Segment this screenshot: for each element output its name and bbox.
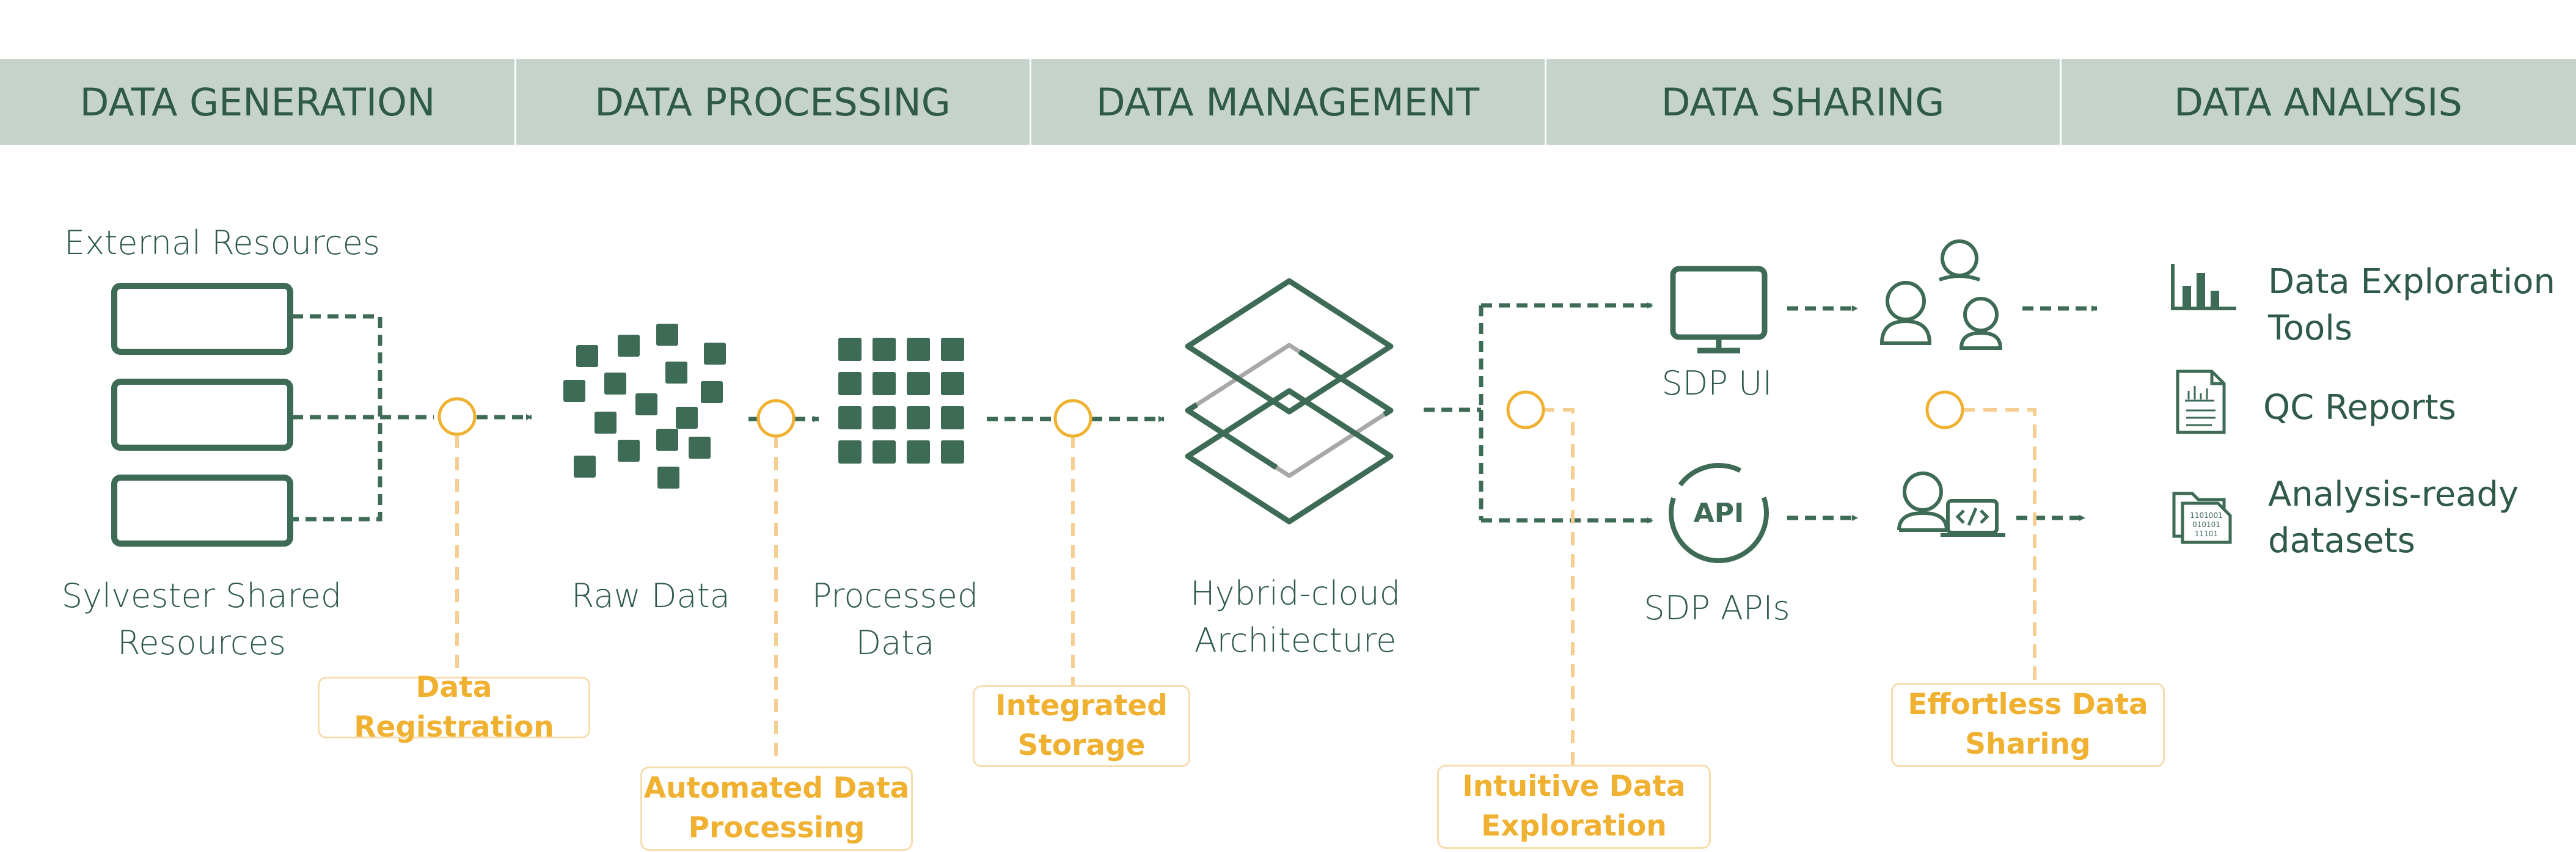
sdp-apis-label: SDP APIs [1644,589,1790,627]
stage-header-sharing: DATA SHARING [1545,59,2060,145]
processed-label-line: Data [855,623,935,662]
processed-data-icon [838,338,964,464]
binary-line: 010101 [2192,520,2220,529]
raw-data-icon [563,324,726,489]
output-label-line: Tools [2268,308,2352,348]
report-icon [2176,370,2226,434]
users-icon [1879,239,2003,350]
external-resources-label: External Resources [64,224,380,262]
stage-header-analysis: DATA ANALYSIS [2060,59,2576,145]
feature-label-line: Automated Data [643,771,910,806]
sylvester-label-line: Resources [117,623,286,662]
output-label-line: Analysis-ready [2268,475,2519,514]
output-label-line: datasets [2268,520,2415,561]
stage-header-management: DATA MANAGEMENT [1030,59,1545,145]
sylvester-resources-label: Sylvester Shared Resources [49,573,354,666]
output-analysis-datasets: Analysis-ready datasets [2268,472,2519,564]
feature-automated-processing: Automated Data Processing [640,766,913,851]
feature-data-registration: Data Registration [318,671,590,744]
hybrid-cloud-label: Hybrid-cloud Architecture [1149,570,1442,664]
feature-label-line: Storage [1017,729,1146,762]
header-divider [2060,59,2062,145]
output-label-line: Data Exploration [2268,262,2556,302]
feature-callout-lines [455,408,2036,766]
raw-data-label: Raw Data [571,577,730,615]
feature-intuitive-exploration: Intuitive Data Exploration [1437,765,1711,849]
sylvester-label-line: Sylvester Shared [61,577,342,615]
stage-header-processing: DATA PROCESSING [515,59,1030,145]
binary-line: 11101 [2195,530,2218,538]
api-icon: API [1669,463,1769,563]
bar-chart-icon [2171,264,2236,310]
feature-label-line: Intuitive Data [1462,770,1686,804]
hybrid-label-line: Architecture [1194,621,1397,660]
output-exploration-tools: Data Exploration Tools [2268,259,2555,351]
external-resources-boxes [111,283,293,547]
feature-label-line: Processing [688,811,865,845]
sdp-ui-label: SDP UI [1661,364,1773,402]
stage-header-generation: DATA GENERATION [0,59,515,145]
feature-label-line: Effortless Data [1908,688,2148,722]
dashed-flow-connectors [292,302,2098,523]
output-qc-reports: QC Reports [2263,388,2456,428]
feature-label-line: Sharing [1965,727,2091,761]
feature-integrated-storage: Integrated Storage [973,685,1190,767]
monitor-icon [1670,266,1768,354]
feature-label-line: Exploration [1481,809,1667,843]
processed-data-label: Processed Data [794,573,996,666]
dataset-files-icon: 1101001 010101 11101 [2172,492,2232,544]
api-badge-label: API [1694,498,1744,529]
header-divider [1030,59,1031,145]
developer-laptop-icon [1897,472,2005,537]
feature-markers [437,390,1964,438]
binary-line: 1101001 [2190,511,2222,520]
hybrid-label-line: Hybrid-cloud [1190,574,1401,613]
hybrid-cloud-layers-icon [1185,278,1394,525]
feature-effortless-sharing: Effortless Data Sharing [1891,683,2165,767]
header-divider [514,59,516,145]
header-divider [1545,59,1546,145]
processed-label-line: Processed [811,577,979,615]
feature-label-line: Integrated [995,689,1168,723]
